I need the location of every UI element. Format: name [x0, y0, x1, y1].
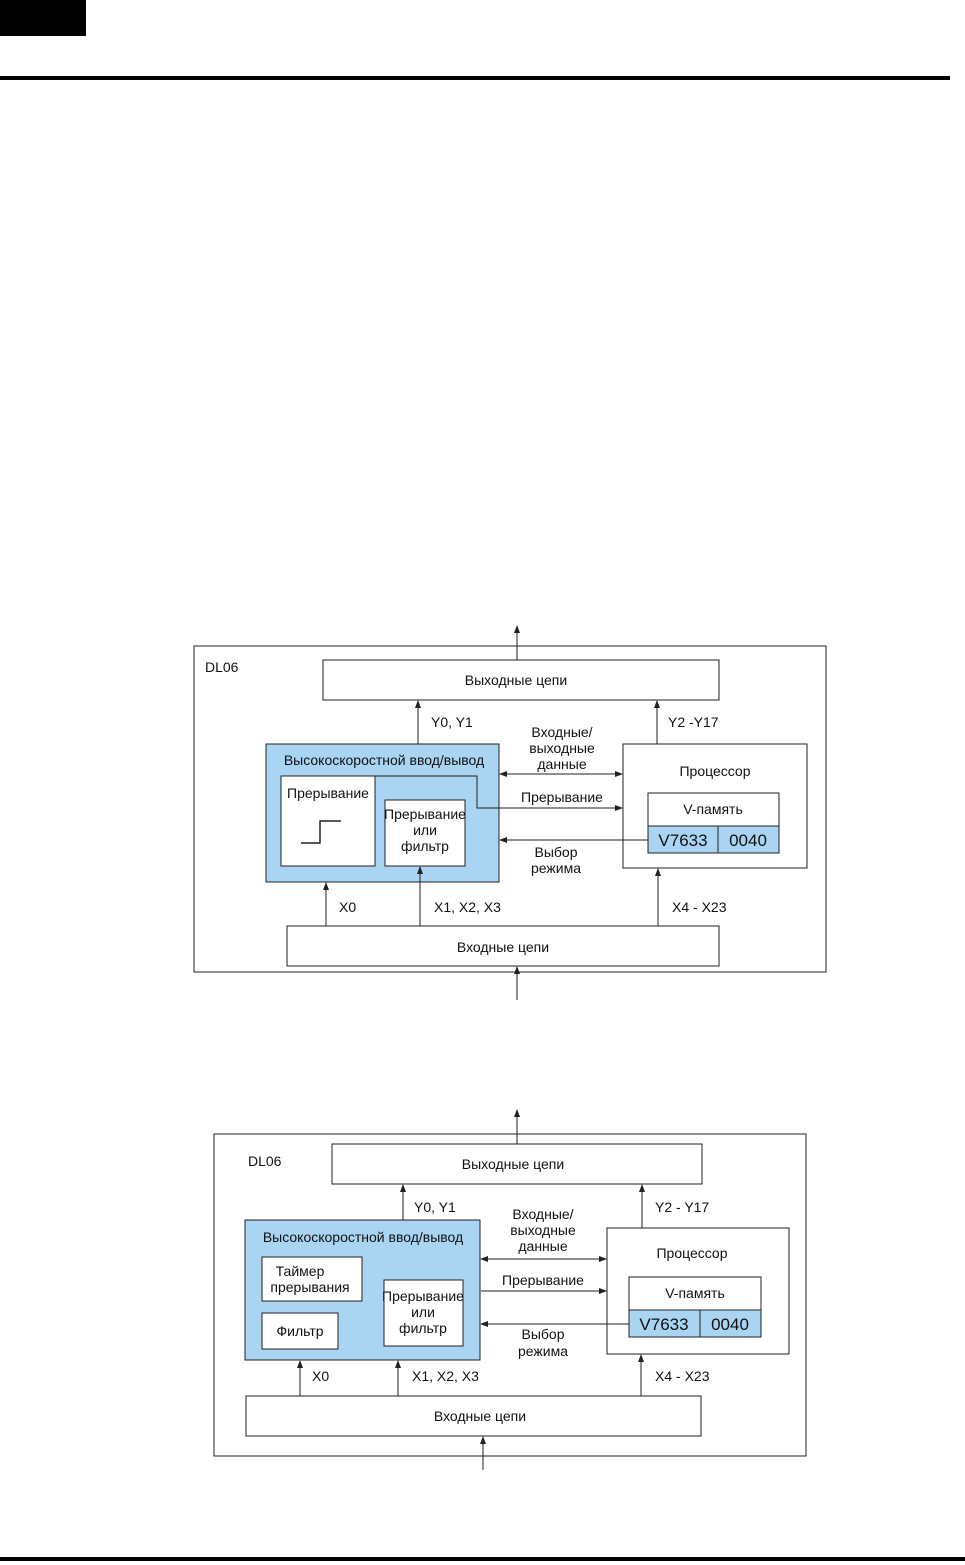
vmemory-label: V-память [683, 801, 743, 817]
vmemory-addr-cell-2 [628, 1309, 701, 1338]
vmemory-value-cell-2 [699, 1309, 762, 1338]
device-label: DL06 [205, 659, 239, 675]
io-data-line2: выходные [529, 740, 595, 756]
io-data-line3: данные [537, 756, 586, 772]
header-rule [0, 76, 950, 80]
io-data2-line1: Входные/ [512, 1206, 573, 1222]
interrupt-arrow-label: Прерывание [521, 789, 603, 805]
interrupt-filter2-line2: или [411, 1304, 435, 1320]
vmemory-value-2: 0040 [711, 1315, 749, 1334]
x4-x23-label: X4 - X23 [672, 899, 727, 915]
output-circuits-box [322, 659, 720, 701]
input-circuits-box [286, 925, 720, 967]
output-circuits-box-2 [331, 1143, 703, 1185]
vmemory-address-2: V7633 [639, 1315, 688, 1334]
filter-label: Фильтр [276, 1323, 323, 1339]
processor-label: Процессор [679, 763, 750, 779]
mode-select-line2: режима [531, 860, 581, 876]
y2-y17-label-2: Y2 - Y17 [655, 1199, 709, 1215]
processor-label-2: Процессор [656, 1245, 727, 1261]
io-data2-line3: данные [518, 1238, 567, 1254]
hs-io-diagram-1: DL06 Выходные цепи Высокоскоростной ввод… [193, 625, 827, 1000]
vmemory-address: V7633 [658, 831, 707, 850]
footer-rule [0, 1557, 965, 1561]
x0-label: X0 [339, 899, 356, 915]
interrupt-filter-line2: или [413, 822, 437, 838]
interrupt-timer-box [261, 1256, 363, 1302]
input-circuits-label: Входные цепи [457, 939, 549, 955]
io-data2-line2: выходные [510, 1222, 576, 1238]
interrupt-arrow [375, 775, 623, 811]
mode-select2-line1: Выбор [522, 1326, 565, 1342]
output-circuits-label-2: Выходные цепи [462, 1156, 564, 1172]
interrupt-timer-line1: Таймер [276, 1263, 325, 1279]
page-tab-marker [0, 0, 86, 36]
hs-io-diagram-2: DL06 Выходные цепи Высокоскоростной ввод… [213, 1109, 807, 1470]
x0-label-2: X0 [312, 1368, 329, 1384]
interrupt-filter-line3: фильтр [401, 838, 449, 854]
hs-io-label-2: Высокоскоростной ввод/вывод [263, 1229, 463, 1245]
vmemory-value-cell [717, 825, 780, 854]
interrupt-timer-line2: прерывания [270, 1279, 349, 1295]
vmemory-addr-cell [647, 825, 719, 854]
io-data-line1: Входные/ [531, 724, 592, 740]
output-circuits-label: Выходные цепи [465, 672, 567, 688]
x1-x3-label: X1, X2, X3 [434, 899, 501, 915]
device-label-2: DL06 [248, 1153, 282, 1169]
mode-select-line1: Выбор [535, 844, 578, 860]
y2-y17-label: Y2 -Y17 [668, 714, 719, 730]
y0-y1-label: Y0, Y1 [431, 714, 473, 730]
filter-box [261, 1312, 339, 1350]
hs-io-label: Высокоскоростной ввод/вывод [284, 752, 484, 768]
vmemory-label-2: V-память [665, 1285, 725, 1301]
interrupt-filter-box [384, 799, 466, 867]
x4-x23-label-2: X4 - X23 [655, 1368, 710, 1384]
interrupt-filter2-line1: Прерывание [382, 1288, 464, 1304]
mode-select2-line2: режима [518, 1343, 568, 1359]
input-circuits-label-2: Входные цепи [434, 1408, 526, 1424]
interrupt-filter-line1: Прерывание [384, 806, 466, 822]
rising-edge-icon [301, 820, 341, 844]
interrupt-filter-box-2 [383, 1279, 464, 1347]
y0-y1-label-2: Y0, Y1 [414, 1199, 456, 1215]
interrupt-filter2-line3: фильтр [399, 1320, 447, 1336]
interrupt-box-label: Прерывание [287, 785, 369, 801]
x1-x3-label-2: X1, X2, X3 [412, 1368, 479, 1384]
input-circuits-box-2 [245, 1395, 702, 1437]
vmemory-value: 0040 [729, 831, 767, 850]
interrupt-arrow-label-2: Прерывание [502, 1272, 584, 1288]
